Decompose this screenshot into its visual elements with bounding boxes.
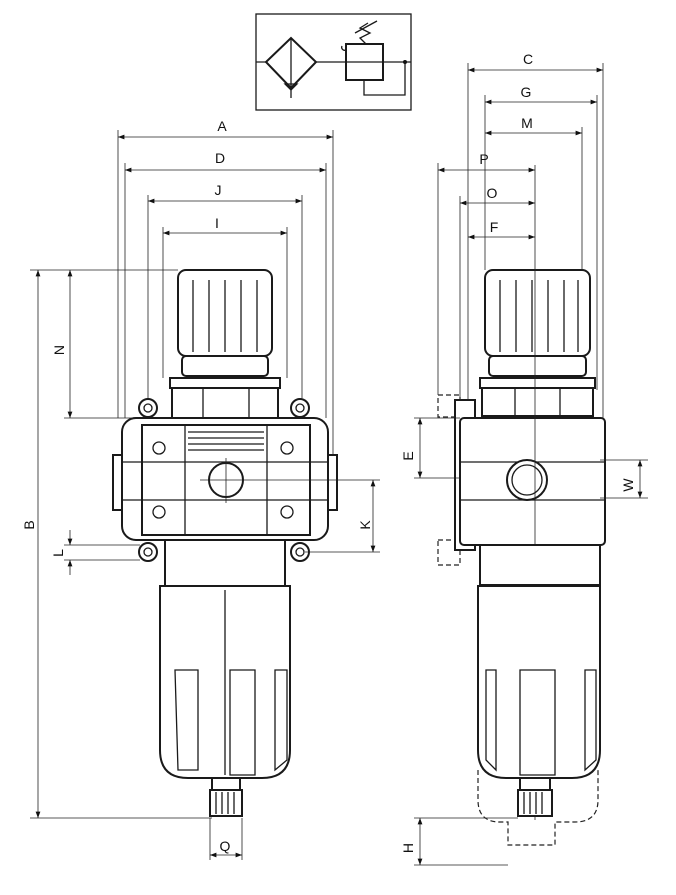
- dim-label-d: D: [215, 150, 225, 166]
- dim-label-n: N: [51, 345, 67, 355]
- dim-label-k: K: [357, 520, 373, 530]
- dim-label-o: O: [487, 185, 498, 201]
- front-view-dimensions: A D J I N B L K Q: [21, 118, 380, 860]
- dim-label-b: B: [21, 520, 37, 529]
- dim-label-i: I: [215, 215, 219, 231]
- dim-label-p: P: [479, 151, 488, 167]
- dim-label-j: J: [215, 182, 222, 198]
- dim-label-q: Q: [220, 838, 231, 854]
- dim-label-f: F: [490, 219, 499, 235]
- dim-label-h: H: [400, 843, 416, 853]
- dim-label-e: E: [400, 451, 416, 460]
- dim-label-m: M: [521, 115, 533, 131]
- side-view-dimensions: C G M P O F E W H: [400, 51, 648, 866]
- side-view: [437, 165, 606, 846]
- dim-label-w: W: [620, 478, 636, 492]
- dim-label-l: L: [50, 549, 66, 557]
- pneumatic-symbol: [255, 13, 412, 111]
- dim-label-c: C: [523, 51, 533, 67]
- dim-label-a: A: [217, 118, 227, 134]
- dim-label-g: G: [521, 84, 532, 100]
- front-view: [112, 269, 380, 817]
